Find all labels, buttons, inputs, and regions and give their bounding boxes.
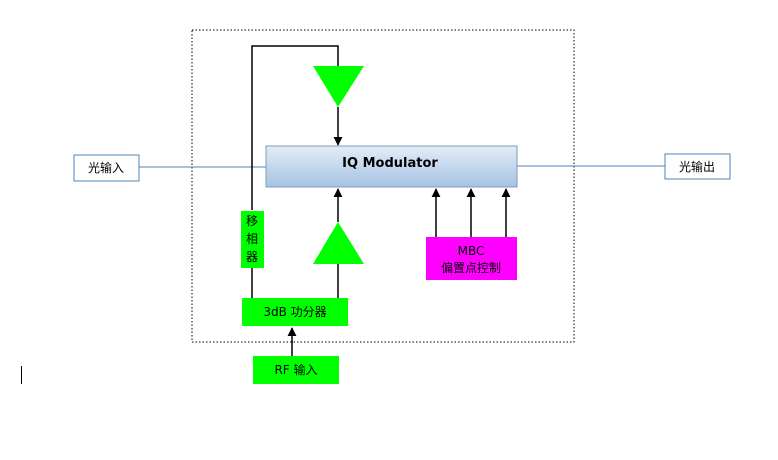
phase-shifter-box: 移 相 器 [241,211,264,268]
splitter-label: 3dB 功分器 [263,305,326,319]
mbc-label-line1: MBC [458,244,485,258]
phase-shifter-char-3: 器 [246,250,258,264]
mbc-label-line2: 偏置点控制 [441,260,501,275]
upper-amplifier-triangle [313,66,364,107]
rf-input-box: RF 输入 [253,356,339,384]
mbc-box: MBC 偏置点控制 [426,237,517,280]
text-cursor [21,366,22,384]
iq-modulator-block: IQ Modulator [265,145,518,188]
optical-input-label: 光输入 [88,160,124,175]
optical-input-box: 光输入 [73,154,140,182]
phase-shifter-char-2: 相 [246,232,258,246]
rf-input-label: RF 输入 [274,362,317,377]
phase-path-line [251,45,339,210]
optical-output-label: 光输出 [679,159,715,174]
lower-amplifier-triangle [313,222,364,264]
splitter-box: 3dB 功分器 [242,298,348,326]
phase-shifter-char-1: 移 [246,214,258,228]
optical-output-box: 光输出 [664,153,731,180]
iq-modulator-label: IQ Modulator [342,156,438,171]
module-boundary [191,29,575,343]
